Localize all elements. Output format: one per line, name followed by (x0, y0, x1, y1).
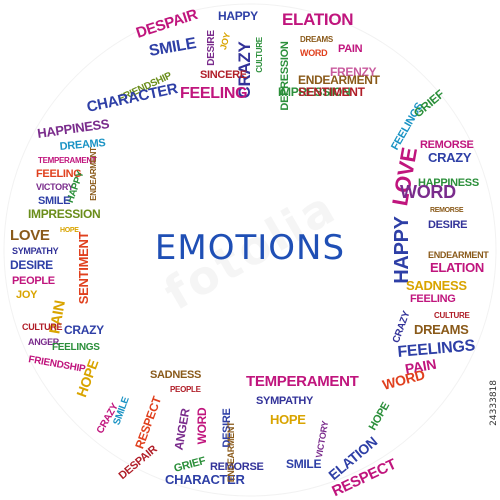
cloud-word: PEOPLE (12, 275, 55, 287)
cloud-word: IMPRESSION (278, 85, 350, 99)
cloud-word: SENTIMENT (76, 231, 91, 304)
cloud-word: CRAZY (235, 41, 254, 99)
cloud-word: ANGER (172, 407, 193, 451)
cloud-word: HOPE (60, 227, 79, 234)
cloud-word: SMILE (148, 35, 198, 60)
cloud-word: CRAZY (428, 150, 472, 165)
cloud-word: HAPPY (391, 215, 413, 283)
cloud-word: JOY (16, 289, 38, 301)
cloud-word: ENDEARMENT (226, 421, 236, 482)
cloud-word: VICTORY (314, 420, 330, 459)
cloud-word: WORD (400, 182, 456, 202)
cloud-word: CULTURE (22, 322, 63, 332)
cloud-word: REMORSE (430, 207, 464, 214)
cloud-word: PAIN (46, 299, 69, 335)
cloud-word: RESPECT (132, 394, 164, 451)
cloud-word: FEELINGS (397, 337, 476, 361)
cloud-word: SMILE (38, 195, 70, 207)
cloud-word: HOPE (367, 401, 392, 433)
cloud-word: DESIRE (221, 408, 233, 447)
cloud-word: TEMPERAMENT (38, 156, 97, 165)
cloud-word: PAIN (404, 356, 438, 377)
cloud-word: WORD (300, 48, 328, 58)
cloud-word: SINCERE (200, 69, 247, 81)
cloud-word: HOPE (270, 412, 306, 427)
cloud-word: DESIRE (428, 219, 467, 231)
cloud-word: DESIRE (206, 30, 217, 66)
cloud-word: DESIRE (10, 258, 53, 272)
cloud-word: TEMPERAMENT (246, 373, 359, 390)
cloud-word: CULTURE (434, 311, 470, 320)
cloud-word: HAPPINESS (418, 177, 479, 189)
cloud-word: VICTORY (36, 182, 74, 192)
cloud-word: DEPRESSION (279, 41, 291, 110)
cloud-word: SENTIMENT (298, 85, 366, 99)
cloud-word: FEELING (410, 293, 456, 305)
cloud-word: PAIN (338, 43, 363, 55)
cloud-word: DREAMS (414, 322, 469, 337)
cloud-word: ELATION (282, 10, 353, 29)
cloud-word: WORD (195, 407, 209, 444)
cloud-word: SMILE (286, 457, 321, 471)
cloud-word: ELATION (430, 260, 484, 275)
sphere-outline (3, 3, 497, 497)
cloud-word: REMORSE (420, 139, 474, 151)
cloud-word: SYMPATHY (256, 395, 314, 407)
stock-id-label: 24333818 (489, 380, 499, 426)
cloud-word: FEELING (180, 85, 247, 102)
cloud-word: ANGER (28, 337, 60, 347)
cloud-word: DREAMS (59, 137, 106, 153)
cloud-word: SADNESS (150, 369, 201, 381)
cloud-word: PEOPLE (170, 385, 202, 394)
cloud-word: REMORSE (210, 461, 264, 473)
cloud-word: ENDEARMENT (89, 147, 98, 201)
cloud-word: FRENZY (330, 65, 376, 79)
cloud-word: CRAZY (391, 309, 413, 344)
cloud-word: SYMPATHY (12, 246, 59, 256)
cloud-word: CULTURE (255, 36, 264, 72)
cloud-word: IMPRESSION (28, 207, 100, 221)
cloud-word: CHARACTER (165, 472, 246, 487)
center-title: EMOTIONS (154, 228, 346, 268)
cloud-word: HAPPY (218, 9, 258, 23)
cloud-word: WORD (381, 366, 427, 393)
cloud-word: SADNESS (406, 278, 467, 293)
cloud-word: ENDEARMENT (298, 73, 381, 87)
cloud-word: JOY (218, 31, 232, 50)
cloud-word: CRAZY (64, 323, 104, 337)
cloud-word: ENDEARMENT (428, 250, 489, 260)
cloud-word: DREAMS (300, 35, 334, 44)
cloud-word: FEELING (36, 168, 82, 180)
cloud-word: FEELINGS (52, 342, 100, 353)
cloud-word: CHARACTER (85, 80, 179, 116)
cloud-word: LOVE (10, 227, 50, 244)
